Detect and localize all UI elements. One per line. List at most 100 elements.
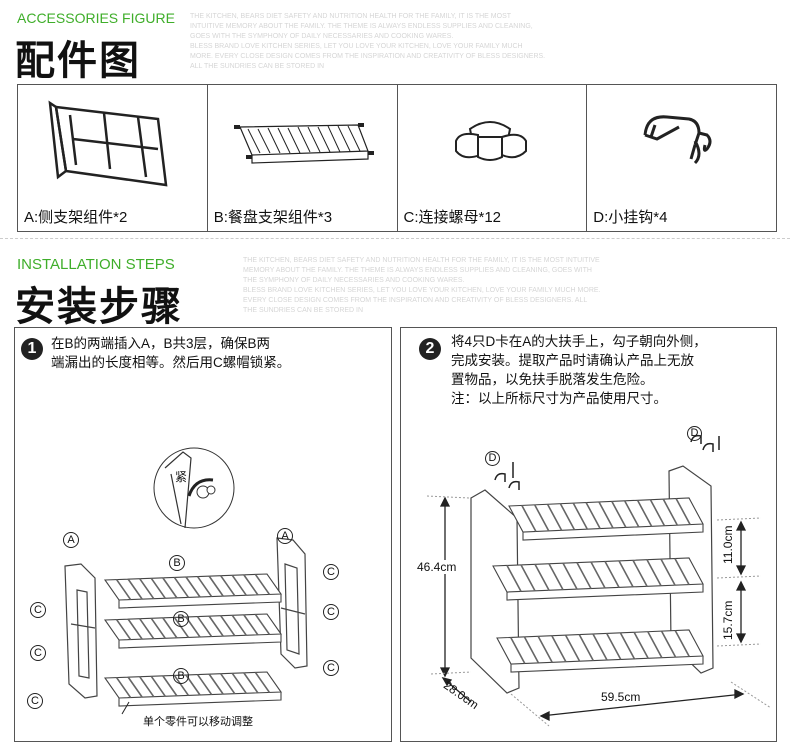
part-a: A:侧支架组件*2 [18,85,208,231]
shelf-slat [115,579,132,601]
width-dimension: 59.5cm [601,690,641,704]
shelf-slat [506,565,522,592]
shelf-slat [150,675,166,697]
step-1-line: 端漏出的长度相等。然后用C螺帽锁紧。 [51,355,291,370]
shelf-slat [606,633,622,660]
accessories-blurb: THE KITCHEN, BEARS DIET SAFETY AND NUTRI… [190,12,545,72]
shelf-tray [492,557,704,601]
shelf-slat [537,635,553,663]
blurb-line: MEMORY ABOUT THE FAMILY. THE THEME IS AL… [243,267,592,274]
step-1-panel: 1 在B的两端插入A，B共3层，确保B两 端漏出的长度相等。然后用C螺帽锁紧。 … [14,327,392,742]
shelf-slat [521,505,537,532]
tighten-arrow-icon [187,478,214,497]
shelf-slat [196,674,213,696]
shelf-slat [633,631,649,659]
blurb-line: BLESS BRAND LOVE KITCHEN SERIES, LET YOU… [243,287,601,294]
shelf-slat [675,498,691,525]
step-2-line: 完成安装。提取产品时请确认产品上无放 [451,353,694,368]
shelf-slat [548,563,564,591]
part-d: D:小挂钩*4 [587,85,776,231]
tighten-label: 紧 [175,470,188,484]
shelf-slat [173,576,190,598]
shelf-slat [231,574,247,596]
shelf-slat [208,575,224,597]
shelf-slat [551,635,567,663]
shelf-slat [546,503,563,531]
shelf-slat [254,671,271,693]
shelf-slat [534,504,550,532]
shelf-slat [243,614,259,636]
step-1-text: 在B的两端插入A，B共3层，确保B两 端漏出的长度相等。然后用C螺帽锁紧。 [51,334,290,372]
shelf-slat [139,618,155,640]
label-b-middle: B [173,611,189,627]
shelf-slat [510,637,526,664]
shelf-slat [127,618,143,640]
shelf-tray [496,629,704,673]
label-a-right: A [277,528,293,544]
shelf-slat [243,574,259,596]
shelf-slat [674,630,690,657]
shelf-slat [576,562,592,589]
shelf-slat [185,576,201,598]
shelf-slat [585,502,601,529]
installation-cn-title: 安装步骤 [15,285,183,329]
shelf-slat [231,614,247,636]
shelf-slat [572,502,588,530]
blurb-line: EVERY CLOSE DESIGN COMES FROM THE INSPIR… [243,297,588,304]
shelf-slat [254,613,271,635]
label-d-left: D [485,451,500,466]
step-2-diagram [426,465,772,727]
blurb-line: THE KITCHEN, BEARS DIET SAFETY AND NUTRI… [243,257,600,264]
shelf-slat [523,636,540,664]
shelf-slat [564,634,581,662]
installation-en-title: INSTALLATION STEPS [17,256,175,273]
shelf-slat [196,616,213,638]
section-divider [0,238,790,239]
hook-icon [643,115,712,165]
shelf-slat [196,576,213,598]
shelf-slat [115,619,132,641]
label-c: C [323,604,339,620]
shelf-slat [660,558,676,586]
part-b-label: B:餐盘支架组件*3 [213,209,333,226]
shelf-slat [624,500,640,528]
shelf-slat [150,617,166,639]
adjust-note: 单个零件可以移动调整 [143,716,253,728]
shelf-slat [598,501,614,529]
step-2-line: 将4只D卡在A的大扶手上，勾子朝向外侧， [451,334,707,349]
blurb-line: MORE. EVERY CLOSE DESIGN COMES FROM THE … [190,53,546,60]
step-2-number: 2 [419,338,441,360]
part-d-label: D:小挂钩*4 [593,209,668,226]
step-2-line: 置物品，以免扶手脱落发生危险。 [451,372,654,387]
shelf-slat [647,631,663,659]
shelf-slat [162,617,178,639]
label-c: C [323,564,339,580]
blurb-line: GOES WITH THE SYMPHONY OF DAILY NECESSAR… [190,33,454,40]
shelf-slat [139,676,155,698]
shelf-slat [660,630,677,658]
shelf-slat [662,498,678,526]
label-c: C [30,602,46,618]
shelf-slat [534,563,550,591]
blurb-line: INTUITIVE MEMORY ABOUT THE FAMILY. THE T… [190,23,533,30]
blurb-line: THE SUNDRIES CAN BE STORED IN [243,307,364,314]
installation-blurb: THE KITCHEN, BEARS DIET SAFETY AND NUTRI… [243,256,600,316]
part-a-label: A:侧支架组件*2 [24,209,128,226]
part-b: B:餐盘支架组件*3 [208,85,398,231]
shelf-slat [649,499,666,527]
step-1-number: 1 [21,338,43,360]
shelf-slat [220,615,236,637]
shelf-slat [162,577,178,599]
step-2-text: 将4只D卡在A的大扶手上，勾子朝向外侧， 完成安装。提取产品时请确认产品上无放 … [451,332,707,408]
shelf-slat [604,561,620,588]
shelf-slat [674,558,690,585]
part-c-label: C:连接螺母*12 [403,209,502,226]
shelf-slat [619,632,636,660]
shelf-slat [243,672,259,694]
label-b-top: B [169,555,185,571]
shelf-slat [611,501,627,528]
parts-table: A:侧支架组件*2 B:餐盘支架组件*3 [17,84,777,232]
shelf-slat [162,675,178,697]
shelf-slat [632,559,648,587]
